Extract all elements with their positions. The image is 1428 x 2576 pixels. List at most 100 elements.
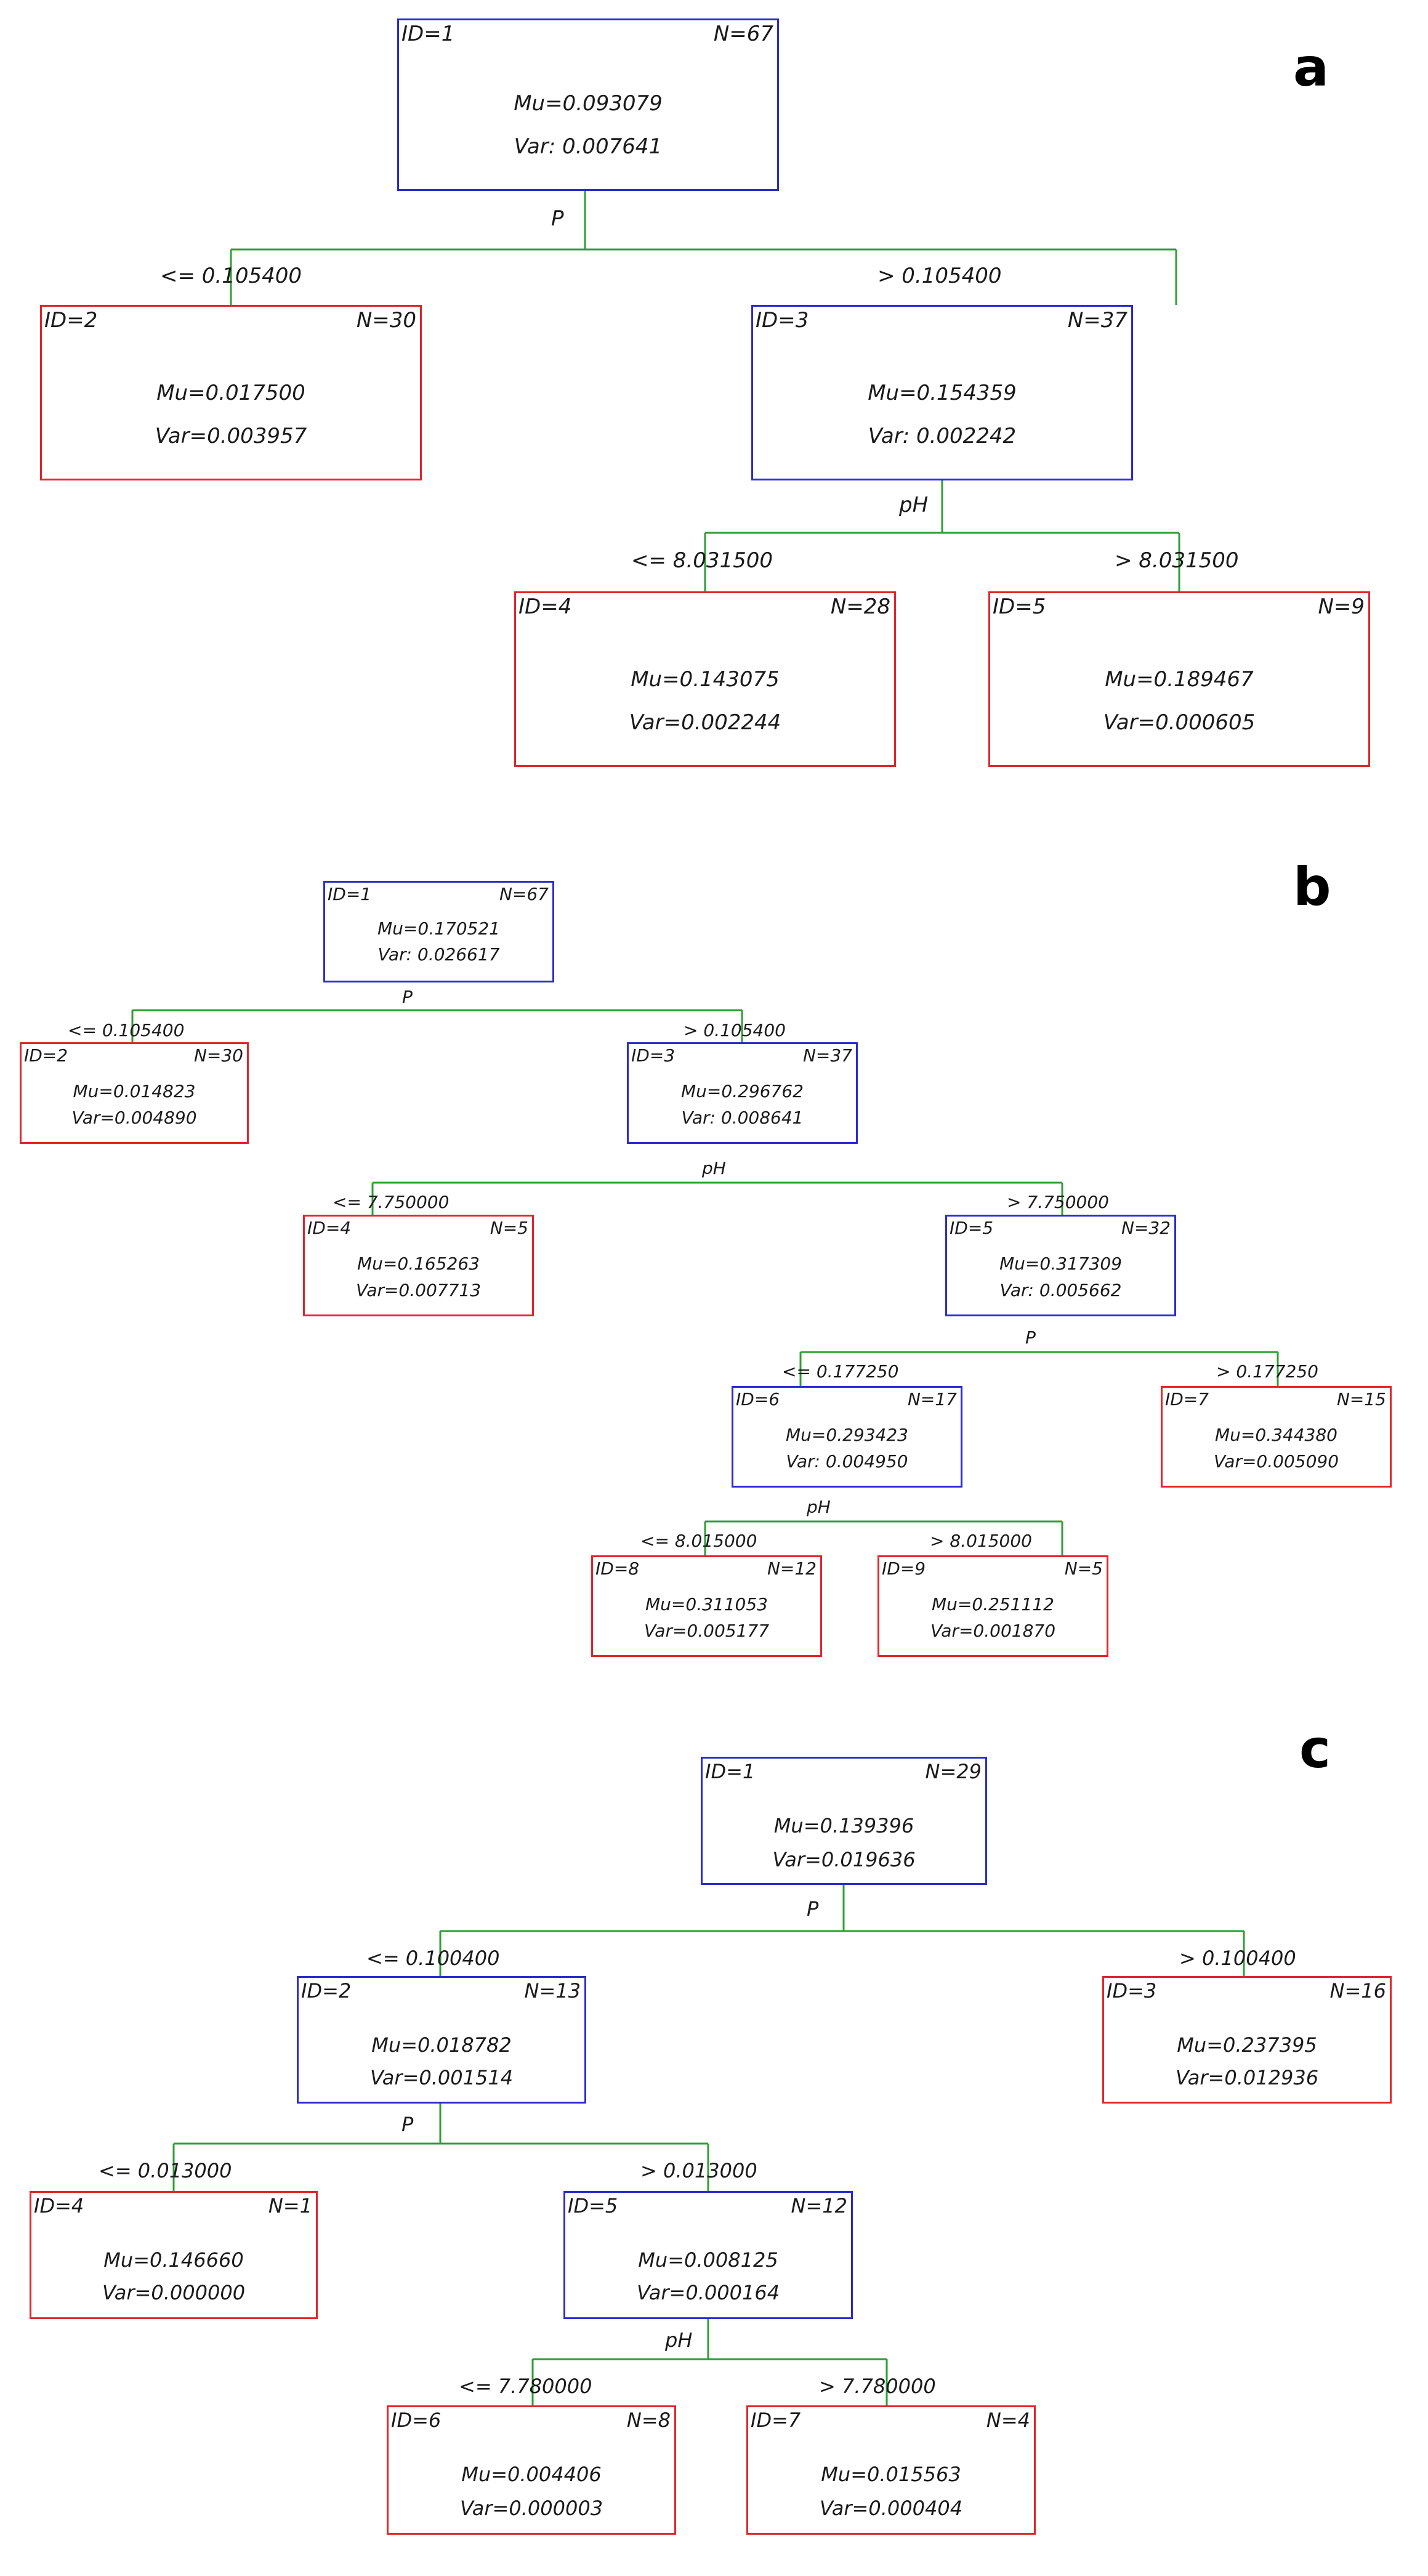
node-count: N=4	[986, 2408, 1030, 2432]
split-right-threshold: > 0.013000	[640, 2159, 757, 2182]
tree-b-node-3: ID=3 N=37 Mu=0.296762 Var: 0.008641	[627, 1042, 858, 1144]
node-mu: Mu=0.237395	[1177, 2033, 1317, 2057]
split-left-threshold: <= 8.031500	[631, 548, 773, 573]
split-right-threshold: > 8.015000	[930, 1531, 1032, 1551]
node-count: N=29	[925, 1760, 982, 1783]
node-count: N=67	[713, 22, 773, 46]
split-left-threshold: <= 0.105400	[160, 264, 302, 288]
node-mu: Mu=0.146660	[103, 2248, 244, 2272]
split-right-threshold: > 0.105400	[877, 264, 1002, 288]
node-id: ID=2	[24, 1045, 68, 1066]
node-count: N=1	[268, 2194, 312, 2218]
split-right-threshold: > 0.100400	[1179, 1946, 1296, 1970]
node-count: N=37	[802, 1045, 852, 1066]
node-count: N=30	[193, 1045, 243, 1066]
split-variable: P	[401, 2113, 414, 2136]
node-var: Var=0.019636	[772, 1848, 916, 1871]
node-id: ID=3	[631, 1045, 676, 1066]
tree-b-node-4: ID=4 N=5 Mu=0.165263 Var=0.007713	[303, 1215, 534, 1316]
tree-c-node-4: ID=4 N=1 Mu=0.146660 Var=0.000000	[30, 2191, 318, 2319]
node-id: ID=8	[595, 1558, 640, 1579]
node-var: Var=0.004890	[71, 1108, 197, 1128]
split-left-threshold: <= 0.100400	[366, 1946, 500, 1970]
tree-c-node-3: ID=3 N=16 Mu=0.237395 Var=0.012936	[1102, 1976, 1392, 2104]
node-mu: Mu=0.004406	[461, 2463, 602, 2486]
split-right-threshold: > 0.177250	[1216, 1361, 1318, 1382]
node-count: N=12	[791, 2194, 847, 2218]
panel-letter-b: b	[1293, 856, 1331, 918]
tree-panel-a: a ID=1 N=67 Mu=0.093079 Var: 0.007641 P …	[0, 0, 1428, 807]
tree-c-node-2: ID=2 N=13 Mu=0.018782 Var=0.001514	[297, 1976, 586, 2104]
node-id: ID=7	[1165, 1389, 1209, 1409]
node-count: N=37	[1067, 308, 1127, 333]
node-var: Var=0.012936	[1175, 2066, 1319, 2089]
node-mu: Mu=0.317309	[999, 1254, 1122, 1274]
split-left-threshold: <= 0.105400	[68, 1020, 185, 1040]
node-var: Var=0.000003	[459, 2497, 603, 2520]
node-id: ID=4	[34, 2194, 84, 2218]
tree-c-connectors	[172, 1885, 1245, 2405]
tree-panel-b: b ID=1 N=67 Mu=0.170521 Var: 0.026617 P …	[0, 856, 1428, 1682]
node-mu: Mu=0.189467	[1105, 667, 1254, 692]
node-var: Var: 0.002242	[868, 424, 1017, 448]
tree-a-node-5: ID=5 N=9 Mu=0.189467 Var=0.000605	[988, 591, 1370, 767]
split-right-threshold: > 0.105400	[684, 1020, 786, 1040]
node-id: ID=6	[391, 2408, 442, 2432]
node-var: Var=0.000164	[636, 2281, 780, 2304]
tree-b-node-5: ID=5 N=32 Mu=0.317309 Var: 0.005662	[945, 1215, 1176, 1316]
node-count: N=30	[356, 308, 416, 333]
split-variable: P	[1025, 1327, 1036, 1348]
tree-a-node-1: ID=1 N=67 Mu=0.093079 Var: 0.007641	[397, 18, 779, 191]
node-id: ID=2	[301, 1979, 352, 2003]
split-variable: pH	[807, 1497, 831, 1517]
split-variable: P	[807, 1897, 819, 1921]
node-mu: Mu=0.170521	[377, 918, 500, 939]
node-count: N=32	[1121, 1218, 1171, 1238]
node-mu: Mu=0.296762	[681, 1081, 804, 1101]
node-mu: Mu=0.165263	[357, 1254, 480, 1274]
node-var: Var=0.005090	[1213, 1451, 1339, 1472]
panel-letter-c: c	[1299, 1719, 1331, 1780]
split-left-threshold: <= 0.177250	[782, 1361, 899, 1382]
node-id: ID=7	[751, 2408, 801, 2432]
split-variable: pH	[899, 493, 929, 517]
node-var: Var=0.005177	[643, 1621, 770, 1641]
tree-c-node-1: ID=1 N=29 Mu=0.139396 Var=0.019636	[701, 1757, 987, 1885]
node-var: Var=0.000000	[102, 2281, 246, 2304]
node-var: Var=0.001514	[369, 2066, 514, 2089]
split-variable: P	[551, 206, 564, 231]
tree-b-node-8: ID=8 N=12 Mu=0.311053 Var=0.005177	[591, 1555, 822, 1657]
split-left-threshold: <= 7.750000	[333, 1192, 450, 1212]
node-var: Var: 0.008641	[681, 1108, 804, 1128]
node-mu: Mu=0.344380	[1215, 1425, 1337, 1445]
node-count: N=5	[1064, 1558, 1103, 1579]
node-count: N=13	[524, 1979, 581, 2003]
panel-letter-a: a	[1293, 37, 1329, 99]
node-id: ID=1	[328, 884, 372, 904]
node-mu: Mu=0.017500	[156, 381, 305, 405]
node-var: Var=0.003957	[155, 424, 307, 448]
node-count: N=5	[490, 1218, 528, 1238]
split-right-threshold: > 7.780000	[819, 2375, 936, 2398]
node-var: Var: 0.007641	[514, 134, 663, 159]
split-right-threshold: > 8.031500	[1115, 548, 1239, 573]
tree-b-node-9: ID=9 N=5 Mu=0.251112 Var=0.001870	[877, 1555, 1108, 1657]
node-id: ID=4	[518, 594, 572, 619]
node-var: Var=0.000605	[1103, 710, 1256, 735]
node-count: N=16	[1329, 1979, 1386, 2003]
node-var: Var: 0.026617	[377, 944, 500, 965]
tree-a-node-3: ID=3 N=37 Mu=0.154359 Var: 0.002242	[751, 305, 1133, 480]
split-variable: P	[402, 987, 413, 1007]
tree-c-node-6: ID=6 N=8 Mu=0.004406 Var=0.000003	[387, 2405, 676, 2535]
split-variable: pH	[702, 1158, 726, 1178]
node-mu: Mu=0.093079	[514, 91, 663, 116]
split-right-threshold: > 7.750000	[1007, 1192, 1109, 1212]
node-count: N=67	[499, 884, 549, 904]
node-count: N=28	[830, 594, 890, 619]
node-mu: Mu=0.139396	[773, 1814, 914, 1837]
tree-c-node-7: ID=7 N=4 Mu=0.015563 Var=0.000404	[746, 2405, 1036, 2535]
node-mu: Mu=0.018782	[371, 2033, 512, 2057]
split-left-threshold: <= 8.015000	[640, 1531, 757, 1551]
node-id: ID=4	[307, 1218, 352, 1238]
node-count: N=12	[767, 1558, 817, 1579]
